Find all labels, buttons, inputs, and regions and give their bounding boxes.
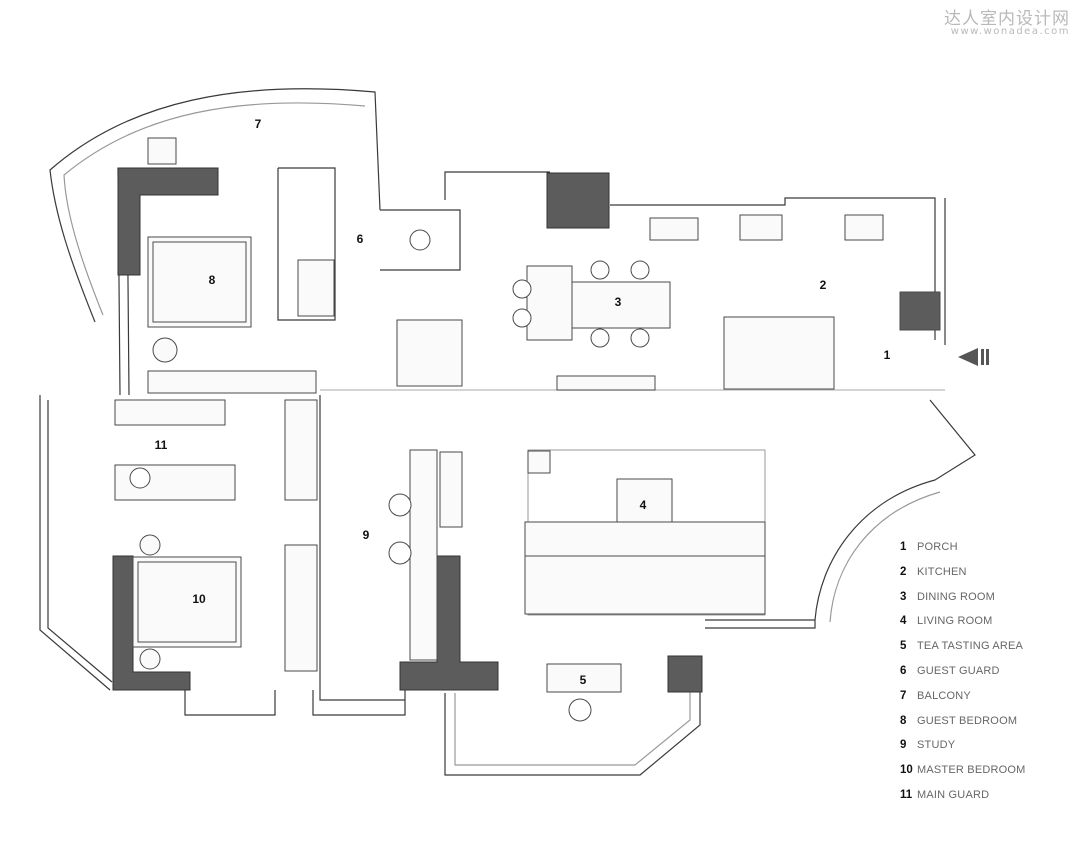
wall-column-bottom <box>667 655 703 693</box>
room-number-balcony: 7 <box>254 117 262 131</box>
wall-study <box>399 555 499 691</box>
study-desk <box>409 449 438 661</box>
dining-table <box>571 281 671 329</box>
upper-wall <box>444 171 550 200</box>
living-curve <box>814 399 976 621</box>
wall-master-bed <box>112 555 191 691</box>
master-bed <box>132 556 242 648</box>
watermark-title: 达人室内设计网 <box>944 9 1070 29</box>
tea-table <box>546 663 622 693</box>
entrance-arrow-icon <box>958 348 989 366</box>
sofa <box>524 521 766 615</box>
watermark-url: www.wonadea.com <box>950 26 1070 37</box>
room-number-master-bedroom: 10 <box>192 592 206 606</box>
kitchen-island <box>723 316 835 390</box>
wall-guest-bed <box>117 167 219 276</box>
room-number-guest-guard: 6 <box>356 232 364 246</box>
room-number-living: 4 <box>639 498 647 512</box>
balcony-outline <box>49 88 381 323</box>
room-number-tea: 5 <box>579 673 587 687</box>
room-number-guest-bedroom: 8 <box>208 273 216 287</box>
room-number-kitchen: 2 <box>819 278 827 292</box>
room-number-dining: 3 <box>614 295 622 309</box>
left-lower-wall <box>39 395 111 691</box>
balcony-inner <box>63 102 366 316</box>
wall-column-top <box>546 172 610 229</box>
room-number-study: 9 <box>362 528 370 542</box>
room-number-porch: 1 <box>883 348 891 362</box>
terrace-outline <box>444 690 701 776</box>
room-number-main-guard: 11 <box>154 438 168 452</box>
balcony-cabinet <box>147 137 177 165</box>
guest-bed <box>147 236 252 328</box>
